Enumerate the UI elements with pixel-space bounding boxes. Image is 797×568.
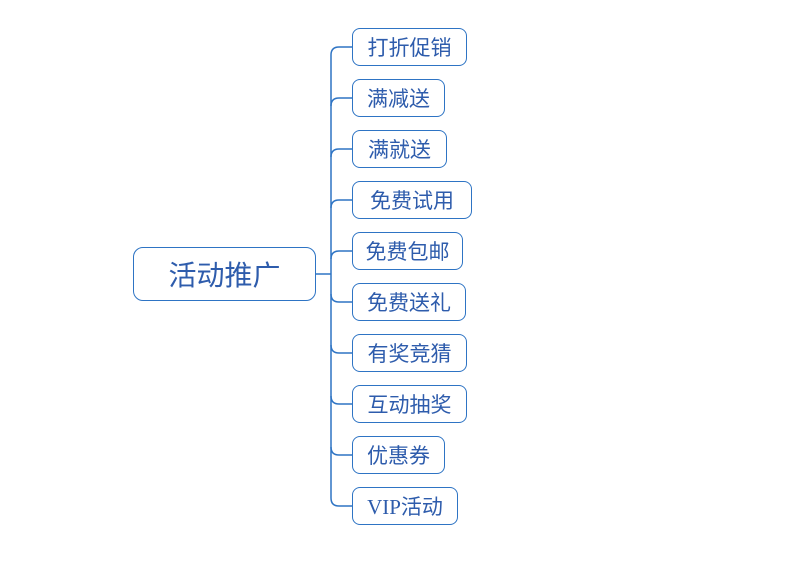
child-node-9[interactable]: 优惠券: [352, 436, 445, 474]
connector-branch-2: [330, 97, 352, 107]
child-node-1[interactable]: 打折促销: [352, 28, 467, 66]
connector-trunk-down: [330, 274, 352, 507]
connector-branch-6: [330, 293, 352, 303]
root-node-label: 活动推广: [168, 261, 281, 292]
child-node-label: 满减送: [367, 87, 430, 111]
connector-branch-3: [330, 148, 352, 158]
child-node-4[interactable]: 免费试用: [352, 181, 472, 219]
child-node-5[interactable]: 免费包邮: [352, 232, 463, 270]
connector-branch-5: [330, 250, 352, 260]
connector-branch-8: [330, 395, 352, 405]
root-node[interactable]: 活动推广: [133, 247, 316, 301]
connector-branch-9: [330, 446, 352, 456]
child-node-label: 打折促销: [367, 36, 452, 60]
child-node-7[interactable]: 有奖竞猜: [352, 334, 467, 372]
connector-branch-4: [330, 199, 352, 209]
child-node-6[interactable]: 免费送礼: [352, 283, 466, 321]
child-node-label: 满就送: [368, 138, 431, 162]
child-node-label: 免费送礼: [367, 291, 451, 315]
child-node-10[interactable]: VIP活动: [352, 487, 458, 525]
child-node-label: 免费包邮: [365, 240, 450, 264]
child-node-label: 有奖竞猜: [367, 342, 452, 366]
child-node-3[interactable]: 满就送: [352, 130, 447, 168]
child-node-2[interactable]: 满减送: [352, 79, 445, 117]
child-node-label: 免费试用: [370, 189, 454, 213]
connector-trunk-up: [330, 46, 352, 274]
child-node-label: 优惠券: [367, 444, 430, 468]
connector-branch-7: [330, 344, 352, 354]
child-node-8[interactable]: 互动抽奖: [352, 385, 467, 423]
child-node-label: 互动抽奖: [367, 393, 452, 417]
child-node-label: VIP活动: [367, 495, 443, 519]
